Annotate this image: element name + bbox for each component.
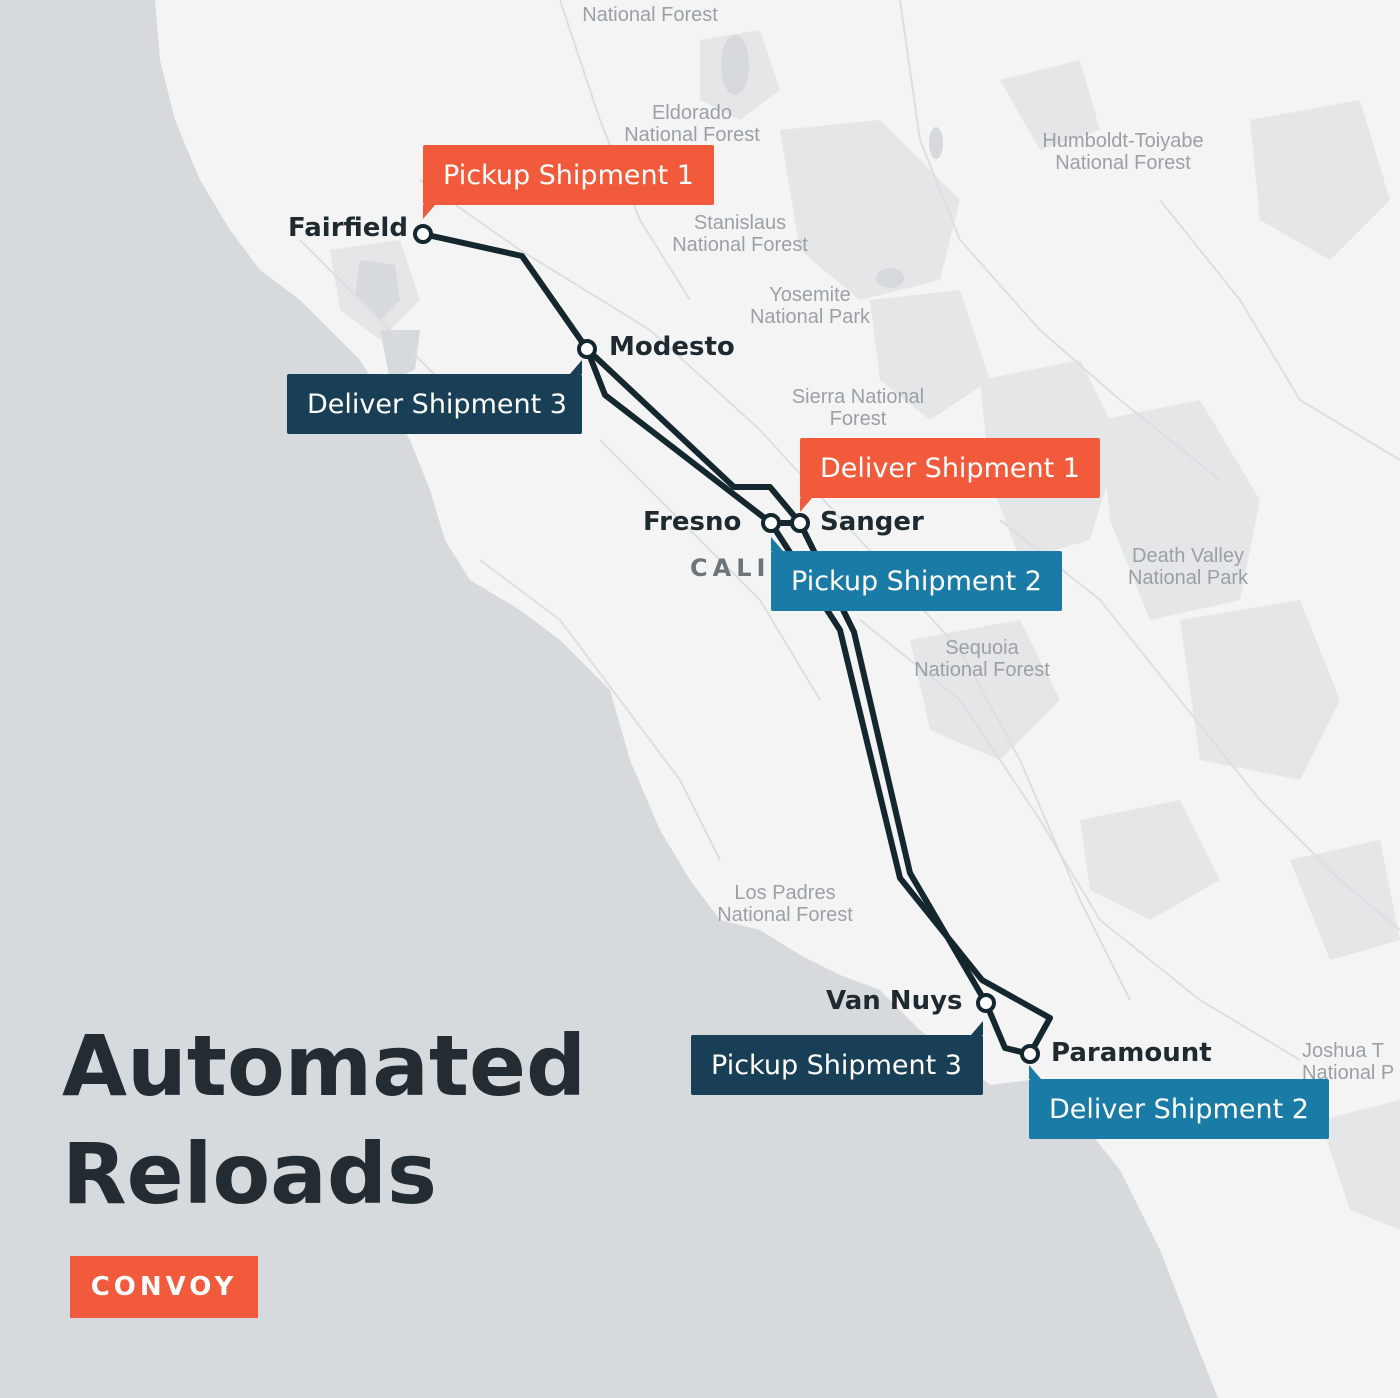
callout-pointer <box>771 537 783 551</box>
road-network <box>299 0 1400 1061</box>
callout-pickup-shipment-3: Pickup Shipment 3 <box>691 1021 983 1095</box>
callout-pointer <box>423 205 435 219</box>
callout-pointer <box>971 1021 983 1035</box>
callout-pickup-shipment-1: Pickup Shipment 1 <box>423 145 714 219</box>
park-label: Los Padres National Forest <box>717 882 853 926</box>
route-line <box>584 346 1053 1057</box>
callout-label: Deliver Shipment 2 <box>1049 1093 1309 1125</box>
park-label: Joshua T National P <box>1302 1040 1395 1084</box>
callout-label: Deliver Shipment 1 <box>820 452 1080 484</box>
callout-pointer <box>570 360 582 374</box>
land-mass <box>155 0 1400 1398</box>
park-label: Yosemite National Park <box>749 284 871 328</box>
city-label-modesto: Modesto <box>609 332 735 362</box>
stop-marker-paramount <box>1020 1044 1040 1064</box>
park-label: Eldorado National Forest <box>624 102 760 146</box>
callout-label: Deliver Shipment 3 <box>307 388 567 420</box>
convoy-logo: CONVOY <box>70 1256 258 1318</box>
delivery-routes <box>420 231 1053 1057</box>
park-label: Sequoia National Forest <box>914 637 1050 681</box>
stop-marker-van-nuys <box>976 993 996 1013</box>
callout-pickup-shipment-2: Pickup Shipment 2 <box>771 537 1062 611</box>
park-label: Sierra National Forest <box>791 386 925 430</box>
route-line <box>797 520 1033 1057</box>
callout-deliver-shipment-2: Deliver Shipment 2 <box>1029 1065 1329 1139</box>
callout-label: Pickup Shipment 2 <box>791 565 1042 597</box>
stop-marker-fresno <box>761 513 781 533</box>
stop-marker-sanger <box>790 513 810 533</box>
park-label: National Forest <box>582 4 718 26</box>
callout-label: Pickup Shipment 1 <box>443 159 694 191</box>
state-label: CALI <box>690 554 771 582</box>
stop-markers <box>413 224 1040 1064</box>
park-label: Stanislaus National Forest <box>672 212 808 256</box>
stop-marker-modesto <box>577 339 597 359</box>
terrain-patches <box>330 30 1400 1230</box>
callout-pointer <box>1029 1065 1041 1079</box>
title-line-2: Reloads <box>62 1125 437 1223</box>
callout-label: Pickup Shipment 3 <box>711 1049 962 1081</box>
callout-pointer <box>800 498 812 512</box>
park-label: Humboldt-Toiyabe National Forest <box>1042 130 1204 174</box>
callout-deliver-shipment-3: Deliver Shipment 3 <box>287 360 582 434</box>
city-label-van-nuys: Van Nuys <box>826 986 963 1016</box>
callout-deliver-shipment-1: Deliver Shipment 1 <box>800 438 1100 512</box>
city-label-paramount: Paramount <box>1051 1038 1212 1068</box>
city-label-fresno: Fresno <box>643 507 742 537</box>
city-label-sanger: Sanger <box>820 507 924 537</box>
stop-marker-fairfield <box>413 224 433 244</box>
park-label: Death Valley National Park <box>1127 545 1249 589</box>
city-label-fairfield: Fairfield <box>288 213 408 243</box>
logo-text: CONVOY <box>90 1272 238 1302</box>
title-line-1: Automated <box>62 1017 587 1115</box>
route-line <box>420 231 590 352</box>
route-line <box>584 346 803 526</box>
